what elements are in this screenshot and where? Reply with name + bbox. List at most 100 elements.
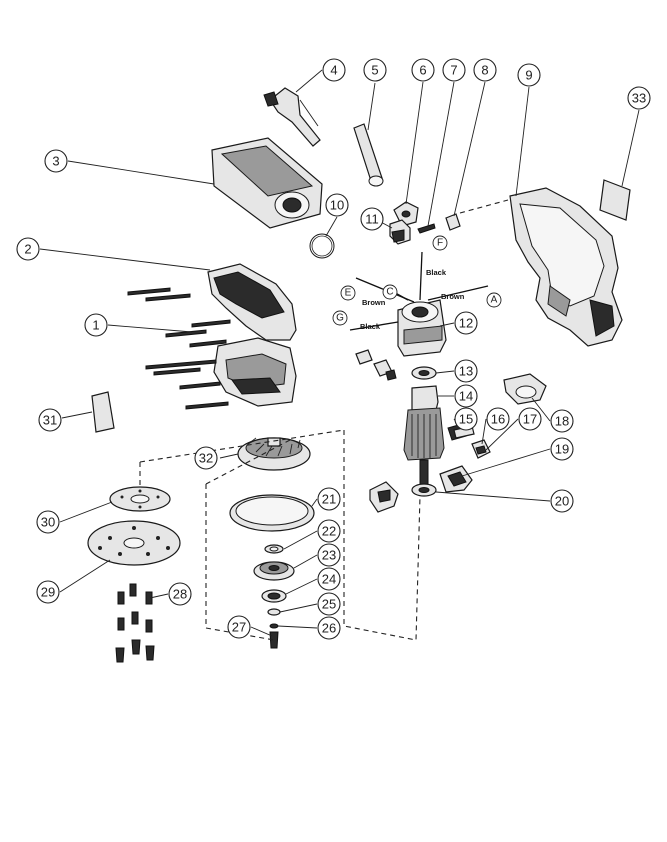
o-ring xyxy=(309,233,335,259)
callout-30: 30 xyxy=(36,510,60,534)
callout-7: 7 xyxy=(442,58,466,82)
svg-text:17: 17 xyxy=(523,412,537,427)
callout-21: 21 xyxy=(317,487,341,511)
brush-holders xyxy=(355,349,397,381)
wire-label-brown-left: Brown xyxy=(362,298,386,307)
svg-text:22: 22 xyxy=(322,524,336,539)
callout-14: 14 xyxy=(454,384,478,408)
fan xyxy=(237,437,311,471)
callout-26: 26 xyxy=(317,616,341,640)
callout-4: 4 xyxy=(322,58,346,82)
callout-12: 12 xyxy=(454,311,478,335)
leader-lines xyxy=(39,69,640,637)
svg-text:F: F xyxy=(437,238,443,249)
svg-text:G: G xyxy=(336,313,344,324)
callout-10: 10 xyxy=(325,193,349,217)
label-33 xyxy=(599,179,631,221)
bearing-13 xyxy=(411,366,437,380)
callout-17: 17 xyxy=(518,407,542,431)
svg-text:16: 16 xyxy=(491,412,505,427)
svg-text:21: 21 xyxy=(322,492,336,507)
callout-6: 6 xyxy=(411,58,435,82)
svg-text:A: A xyxy=(491,295,498,306)
clip-8 xyxy=(445,213,461,231)
svg-text:24: 24 xyxy=(322,572,336,587)
callout-25: 25 xyxy=(317,592,341,616)
svg-text:32: 32 xyxy=(199,451,213,466)
power-cord xyxy=(263,87,321,147)
svg-text:9: 9 xyxy=(525,68,532,83)
callout-33: 33 xyxy=(627,86,651,110)
baffle xyxy=(503,373,547,405)
washer-26 xyxy=(269,623,279,629)
svg-text:E: E xyxy=(345,288,352,299)
field-stator xyxy=(397,299,447,357)
dust-box xyxy=(211,137,323,229)
callout-31: 31 xyxy=(38,408,62,432)
svg-text:27: 27 xyxy=(232,620,246,635)
callout-8: 8 xyxy=(473,58,497,82)
sanding-pad xyxy=(87,520,181,566)
callout-19: 19 xyxy=(550,437,574,461)
connector-c: C xyxy=(382,284,398,300)
svg-text:C: C xyxy=(386,287,393,298)
seal-ring xyxy=(229,494,315,532)
brush-caps xyxy=(471,439,491,459)
switch-cover xyxy=(389,219,411,245)
svg-text:13: 13 xyxy=(459,364,473,379)
left-housing xyxy=(207,263,297,407)
callout-28: 28 xyxy=(168,582,192,606)
callout-11: 11 xyxy=(360,207,384,231)
bearing-20 xyxy=(411,483,437,497)
svg-text:26: 26 xyxy=(322,621,336,636)
svg-text:20: 20 xyxy=(555,494,569,509)
callout-1: 1 xyxy=(84,313,108,337)
svg-text:4: 4 xyxy=(330,63,337,78)
pad-screws xyxy=(115,583,155,663)
stator-wires xyxy=(349,251,489,331)
callout-29: 29 xyxy=(36,580,60,604)
svg-text:7: 7 xyxy=(450,63,457,78)
svg-text:1: 1 xyxy=(92,318,99,333)
callout-32: 32 xyxy=(194,446,218,470)
cord-sleeve xyxy=(353,123,384,187)
wire-labels: Black Brown Brown Black xyxy=(360,268,465,331)
armature xyxy=(403,385,445,489)
callout-2: 2 xyxy=(16,237,40,261)
callout-20: 20 xyxy=(550,489,574,513)
callout-5: 5 xyxy=(363,58,387,82)
connector-e: E xyxy=(340,285,356,301)
callout-18: 18 xyxy=(550,409,574,433)
wire-label-brown-right: Brown xyxy=(441,292,465,301)
wire-connectors: A C E F G xyxy=(332,235,502,326)
wire-label-black-left: Black xyxy=(360,322,381,331)
svg-text:19: 19 xyxy=(555,442,569,457)
housing-screws xyxy=(127,287,231,410)
svg-text:6: 6 xyxy=(419,63,426,78)
callout-15: 15 xyxy=(454,407,478,431)
svg-text:14: 14 xyxy=(459,389,473,404)
svg-text:11: 11 xyxy=(365,212,379,227)
connector-f: F xyxy=(432,235,448,251)
connector-g: G xyxy=(332,310,348,326)
callout-24: 24 xyxy=(317,567,341,591)
part-callouts: 1 2 3 4 5 6 7 8 9 10 11 12 13 14 15 16 1… xyxy=(16,58,651,640)
backing-plate xyxy=(109,486,171,512)
callout-16: 16 xyxy=(486,407,510,431)
callout-9: 9 xyxy=(517,63,541,87)
svg-text:2: 2 xyxy=(24,242,31,257)
label-31 xyxy=(91,391,115,433)
svg-text:28: 28 xyxy=(173,587,187,602)
callout-23: 23 xyxy=(317,543,341,567)
assembly-lines xyxy=(139,199,509,641)
svg-text:18: 18 xyxy=(555,414,569,429)
svg-text:23: 23 xyxy=(322,548,336,563)
callout-13: 13 xyxy=(454,359,478,383)
svg-text:33: 33 xyxy=(632,91,646,106)
svg-text:8: 8 xyxy=(481,63,488,78)
bearing-24 xyxy=(261,589,287,603)
callout-27: 27 xyxy=(227,615,251,639)
right-housing xyxy=(509,187,623,347)
callout-22: 22 xyxy=(317,519,341,543)
